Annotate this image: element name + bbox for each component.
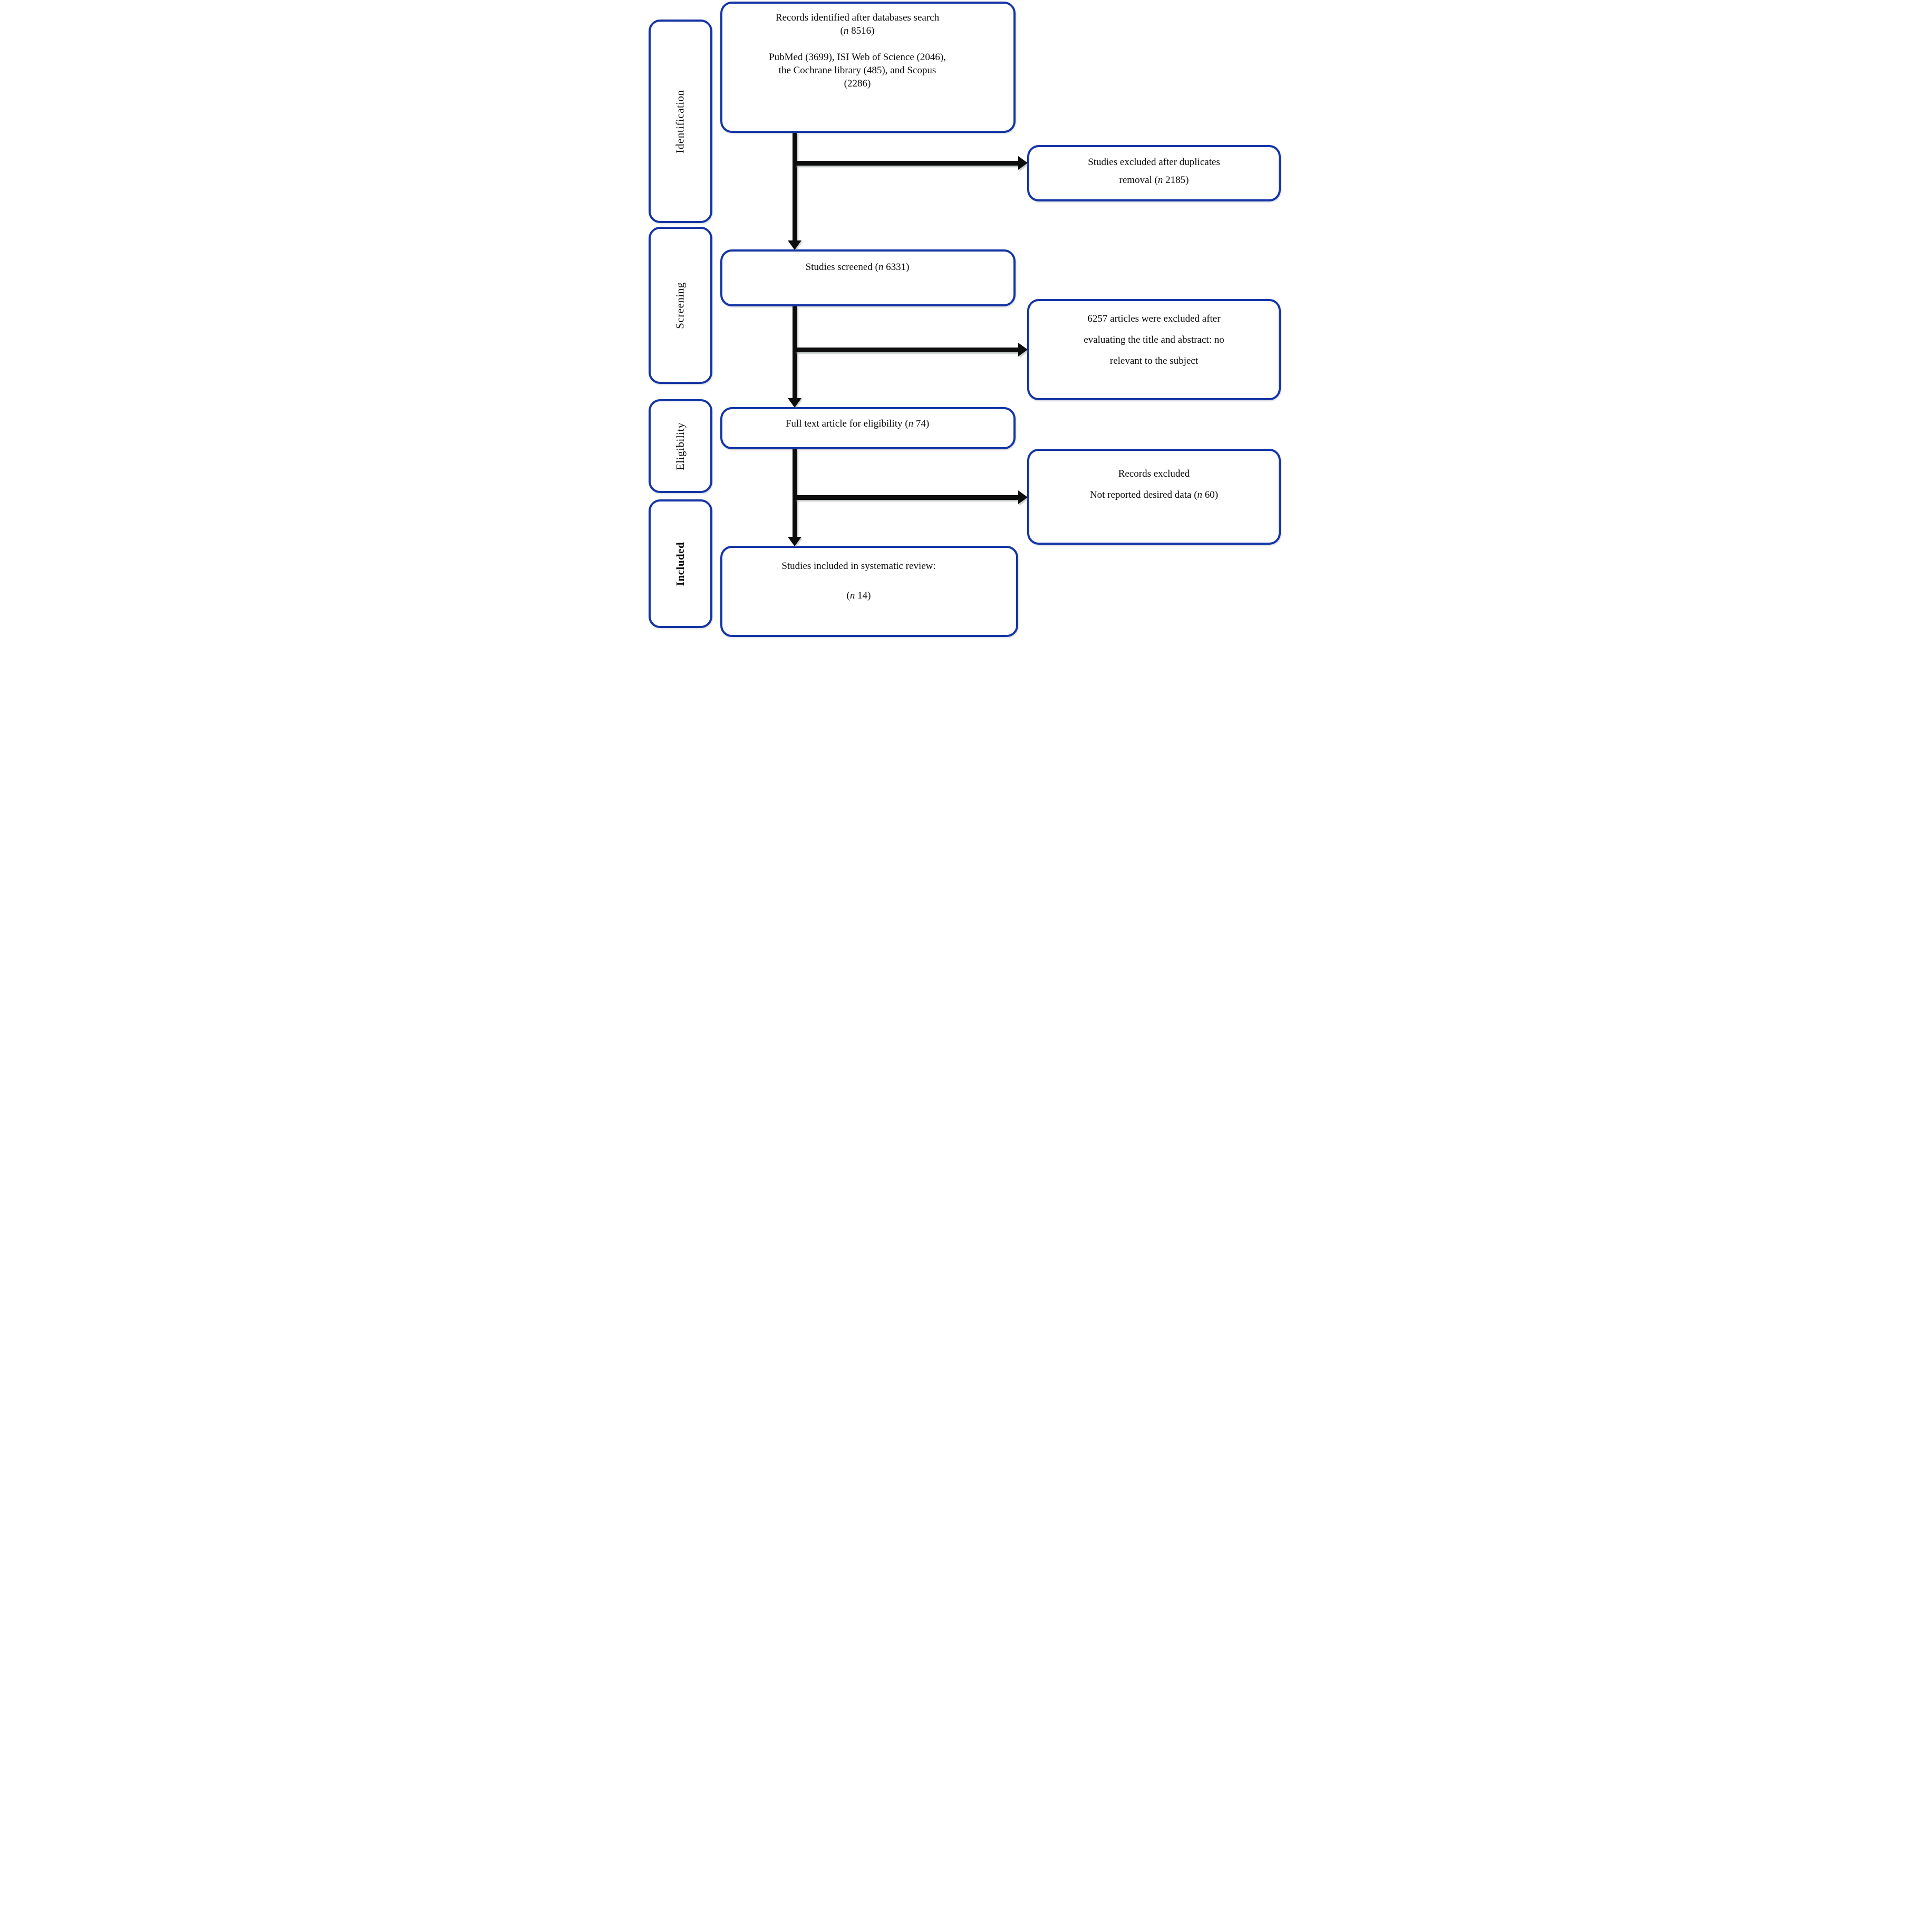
- arrow-head-right-icon: [1018, 156, 1028, 170]
- arrow-line: [793, 449, 797, 537]
- box-text: Studies screened (n 6331): [805, 262, 910, 273]
- arrow-head-down-icon: [788, 537, 801, 546]
- prisma-flow-diagram: Identification Screening Eligibility Inc…: [644, 0, 1288, 640]
- arrow-head-down-icon: [788, 398, 801, 408]
- box-studies-screened: Studies screened (n 6331): [720, 249, 1016, 306]
- arrow-line: [795, 161, 1018, 166]
- box-text: Full text article for eligibility (n 74): [785, 418, 930, 429]
- arrow-line: [795, 495, 1018, 500]
- arrow-head-down-icon: [788, 240, 801, 250]
- stage-label-included: Included: [674, 542, 687, 586]
- stage-screening: Screening: [649, 227, 712, 384]
- box-records-identified: Records identified after databases searc…: [720, 2, 1016, 133]
- stage-label-identification: Identification: [674, 89, 687, 153]
- box-full-text-eligibility: Full text article for eligibility (n 74): [720, 407, 1016, 449]
- arrow-head-right-icon: [1018, 343, 1028, 356]
- stage-included: Included: [649, 499, 712, 628]
- box-text: Records identified after databases searc…: [769, 12, 946, 89]
- box-studies-included: Studies included in systematic review: (…: [720, 546, 1018, 637]
- arrow-head-right-icon: [1018, 490, 1028, 504]
- arrow-line: [795, 348, 1018, 352]
- arrow-line: [793, 133, 797, 240]
- stage-identification: Identification: [649, 20, 712, 223]
- box-text: Studies included in systematic review: (…: [781, 561, 936, 601]
- stage-label-screening: Screening: [673, 282, 687, 329]
- stage-label-eligibility: Eligibility: [673, 422, 687, 470]
- arrow-line: [793, 306, 797, 398]
- stage-eligibility: Eligibility: [649, 399, 712, 493]
